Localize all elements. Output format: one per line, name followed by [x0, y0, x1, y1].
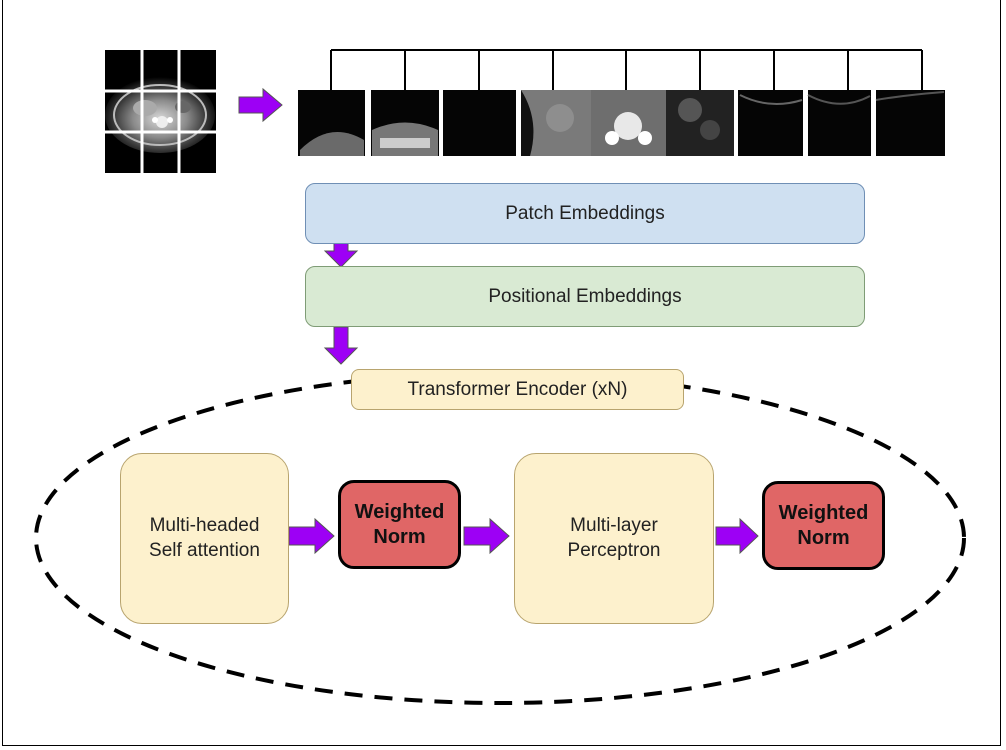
- positional-embeddings-label: Positional Embeddings: [488, 285, 682, 307]
- positional-embeddings-box: Positional Embeddings: [305, 266, 865, 327]
- patch-9: [876, 90, 945, 156]
- mha-label: Multi-headed Self attention: [149, 514, 260, 561]
- weighted-norm-2-label: Weighted Norm: [778, 501, 869, 549]
- ct-input-image: [105, 50, 216, 173]
- transformer-encoder-label: Transformer Encoder (xN): [407, 378, 628, 400]
- multi-layer-perceptron-box: Multi-layer Perceptron: [514, 453, 714, 624]
- transformer-encoder-box: Transformer Encoder (xN): [351, 369, 684, 410]
- weighted-norm-2-box: Weighted Norm: [762, 481, 885, 570]
- patch-7: [738, 90, 803, 156]
- arrow-norm-to-mlp-icon: [463, 517, 510, 555]
- arrow-to-patches-icon: [238, 87, 283, 123]
- patch-strip: [298, 90, 945, 156]
- patch-embeddings-label: Patch Embeddings: [505, 202, 665, 224]
- patch-3: [443, 90, 516, 156]
- arrow-mlp-to-norm-icon: [715, 517, 759, 555]
- weighted-norm-1-box: Weighted Norm: [338, 480, 461, 569]
- multi-headed-self-attention-box: Multi-headed Self attention: [120, 453, 289, 624]
- weighted-norm-1-label: Weighted Norm: [354, 500, 445, 548]
- arrow-mha-to-norm-icon: [288, 517, 335, 555]
- patch-bracket: [330, 49, 923, 90]
- patch-6: [666, 90, 734, 156]
- patch-embeddings-box: Patch Embeddings: [305, 183, 865, 244]
- arrow-down-2-icon: [323, 326, 359, 365]
- mlp-label: Multi-layer Perceptron: [567, 514, 661, 561]
